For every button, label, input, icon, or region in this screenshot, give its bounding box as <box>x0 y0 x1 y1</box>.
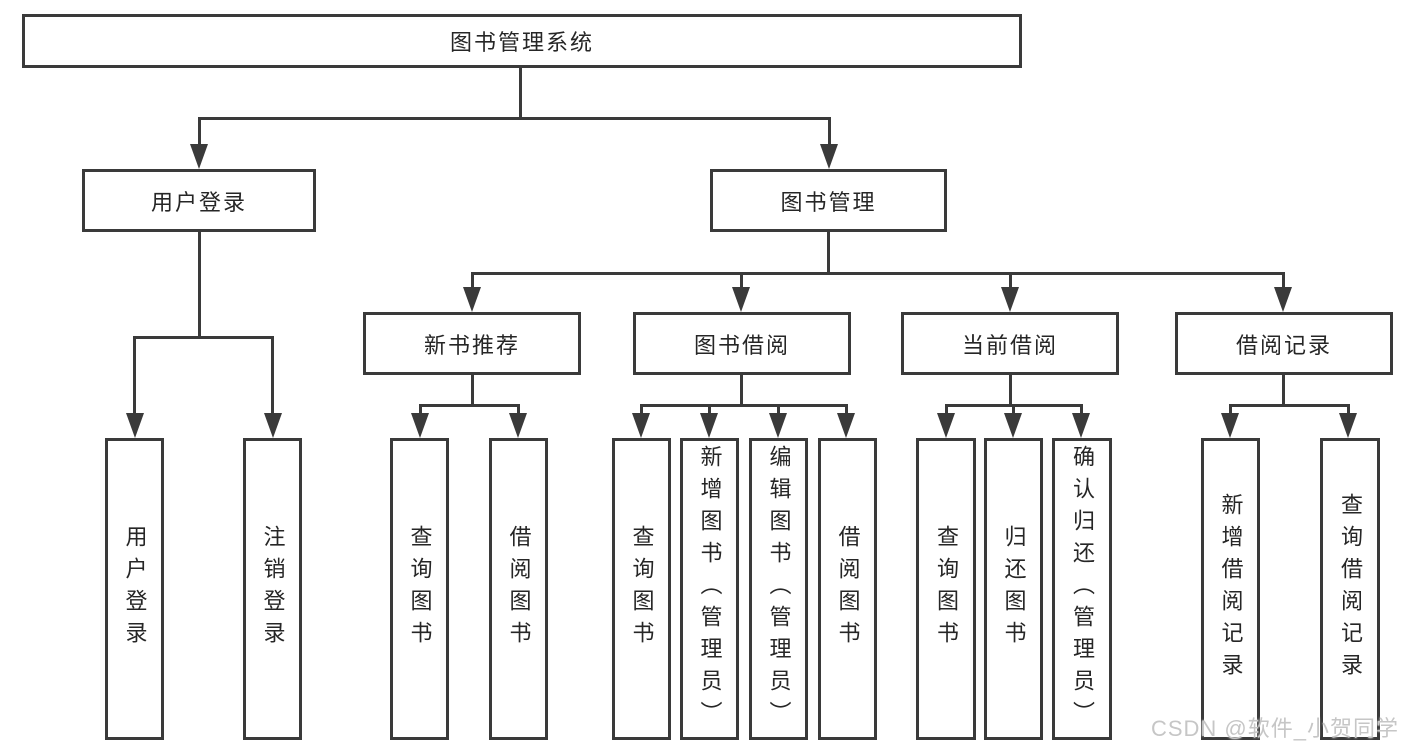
connector-stem <box>517 404 520 414</box>
connector-stem <box>271 336 274 414</box>
connector-level3-bus <box>471 272 1284 275</box>
connector-stem <box>740 272 743 288</box>
leaf-borrow-books-label: 借阅图书 <box>835 525 861 653</box>
arrowhead-down-icon <box>732 287 750 312</box>
node-current-borrow: 当前借阅 <box>901 312 1119 375</box>
arrowhead-down-icon <box>411 413 429 438</box>
arrowhead-down-icon <box>1274 287 1292 312</box>
connector-stem <box>828 117 831 145</box>
node-book-management: 图书管理 <box>710 169 947 232</box>
node-current-borrow-label: 当前借阅 <box>961 332 1058 358</box>
connector-stem <box>845 404 848 414</box>
node-root-label: 图书管理系统 <box>449 30 594 55</box>
leaf-query-books: 查询图书 <box>612 438 671 740</box>
arrowhead-down-icon <box>1072 413 1090 438</box>
leaf-query-books: 查询图书 <box>390 438 449 740</box>
connector-stem <box>471 272 474 288</box>
arrowhead-down-icon <box>264 413 282 438</box>
node-book-management-label: 图书管理 <box>780 189 877 215</box>
connector-stem <box>419 404 422 414</box>
leaf-add-borrow-record-label: 新增借阅记录 <box>1218 493 1244 685</box>
node-borrow-records: 借阅记录 <box>1175 312 1393 375</box>
connector-stem <box>945 404 948 414</box>
arrowhead-down-icon <box>126 413 144 438</box>
connector-bus <box>1229 404 1350 407</box>
connector-stem <box>1080 404 1083 414</box>
arrowhead-down-icon <box>632 413 650 438</box>
leaf-user-login-label: 用户登录 <box>122 525 148 653</box>
leaf-return-books: 归还图书 <box>984 438 1043 740</box>
leaf-user-login: 用户登录 <box>105 438 164 740</box>
connector-stem <box>1282 375 1285 405</box>
leaf-borrow-books: 借阅图书 <box>818 438 877 740</box>
node-root: 图书管理系统 <box>22 14 1022 68</box>
arrowhead-down-icon <box>837 413 855 438</box>
node-book-borrow: 图书借阅 <box>633 312 851 375</box>
connector-bus <box>419 404 519 407</box>
leaf-query-books-label: 查询图书 <box>934 525 959 653</box>
connector-stem <box>198 232 201 337</box>
connector-stem <box>471 375 474 405</box>
connector-stem <box>1012 404 1015 414</box>
node-book-borrow-label: 图书借阅 <box>693 332 790 358</box>
arrowhead-down-icon <box>1221 413 1239 438</box>
leaf-query-borrow-record: 查询借阅记录 <box>1320 438 1380 740</box>
leaf-add-book-admin-label: 新增图书（管理员） <box>697 445 723 733</box>
connector-root-stem <box>519 68 522 118</box>
arrowhead-down-icon <box>1004 413 1022 438</box>
arrowhead-down-icon <box>509 413 527 438</box>
arrowhead-down-icon <box>700 413 718 438</box>
leaf-confirm-return-admin-label: 确认归还（管理员） <box>1070 445 1095 733</box>
watermark: CSDN @软件_小贺同学 <box>1150 716 1399 741</box>
leaf-confirm-return-admin: 确认归还（管理员） <box>1052 438 1112 740</box>
leaf-borrow-books-label: 借阅图书 <box>506 525 532 653</box>
connector-stem <box>827 232 830 273</box>
leaf-borrow-books: 借阅图书 <box>489 438 548 740</box>
connector-stem <box>1009 375 1012 405</box>
leaf-add-borrow-record: 新增借阅记录 <box>1201 438 1260 740</box>
connector-stem <box>198 117 201 145</box>
node-new-book-recommend-label: 新书推荐 <box>423 332 520 358</box>
node-borrow-records-label: 借阅记录 <box>1235 332 1332 358</box>
leaf-return-books-label: 归还图书 <box>1001 525 1027 653</box>
connector-stem <box>133 336 136 414</box>
connector-stem <box>777 404 780 414</box>
connector-level2-bus <box>198 117 831 120</box>
leaf-query-books: 查询图书 <box>916 438 976 740</box>
arrowhead-down-icon <box>1339 413 1357 438</box>
leaf-edit-book-admin: 编辑图书（管理员） <box>749 438 808 740</box>
leaf-logout-label: 注销登录 <box>260 525 286 653</box>
leaf-query-books-label: 查询图书 <box>629 525 655 653</box>
connector-stem <box>740 375 743 405</box>
leaf-query-borrow-record-label: 查询借阅记录 <box>1338 493 1363 685</box>
connector-stem <box>708 404 711 414</box>
node-user-login: 用户登录 <box>82 169 316 232</box>
connector-user-bus <box>133 336 274 339</box>
leaf-edit-book-admin-label: 编辑图书（管理员） <box>766 445 792 733</box>
arrowhead-down-icon <box>190 144 208 169</box>
leaf-add-book-admin: 新增图书（管理员） <box>680 438 739 740</box>
leaf-query-books-label: 查询图书 <box>407 525 433 653</box>
connector-stem <box>1009 272 1012 288</box>
connector-bus <box>640 404 848 407</box>
connector-stem <box>1229 404 1232 414</box>
leaf-logout: 注销登录 <box>243 438 302 740</box>
arrowhead-down-icon <box>820 144 838 169</box>
arrowhead-down-icon <box>769 413 787 438</box>
node-new-book-recommend: 新书推荐 <box>363 312 581 375</box>
connector-stem <box>1347 404 1350 414</box>
node-user-login-label: 用户登录 <box>150 189 247 215</box>
connector-stem <box>1282 272 1285 288</box>
arrowhead-down-icon <box>937 413 955 438</box>
connector-stem <box>640 404 643 414</box>
arrowhead-down-icon <box>463 287 481 312</box>
arrowhead-down-icon <box>1001 287 1019 312</box>
